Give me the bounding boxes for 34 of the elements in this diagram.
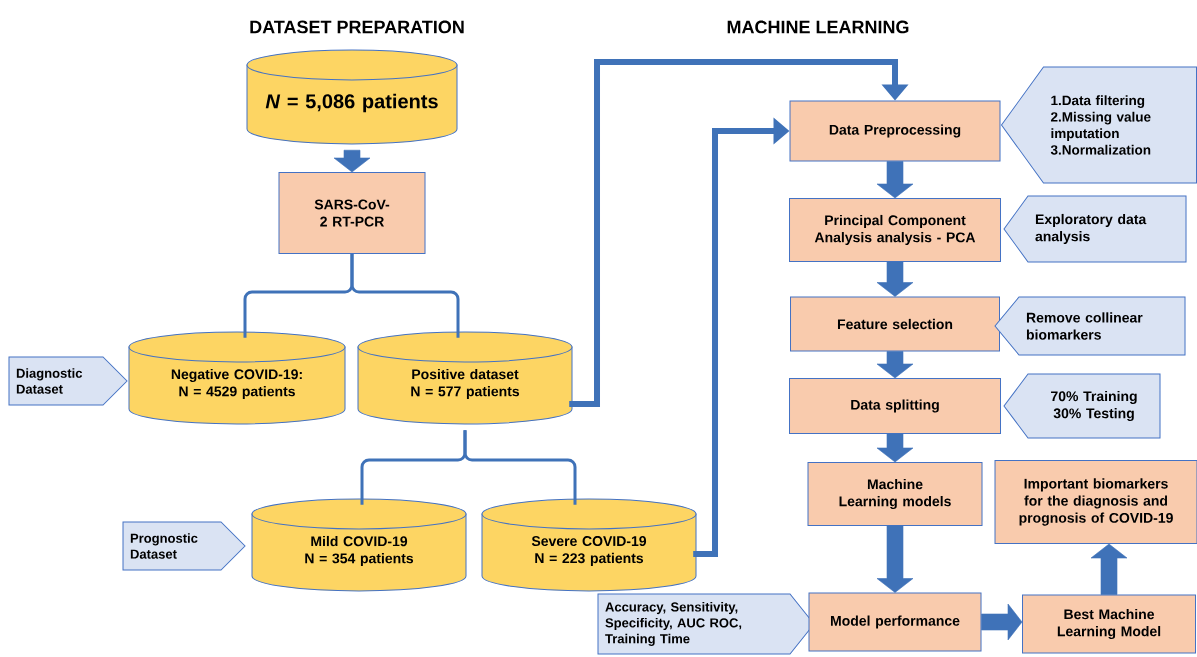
block-arrow (876, 261, 914, 297)
process-box: Feature selection (790, 296, 1000, 352)
connector-arrow (569, 59, 909, 407)
note-tag: 1.Data filtering 2.Missing value imputation 3.Normalization (1001, 66, 1197, 184)
section-heading: DATASET PREPARATION (250, 20, 464, 34)
database-cylinder: Negative COVID-19: N = 4529 patients (128, 331, 346, 425)
process-box: SARS-CoV-2 RT-PCR (278, 172, 426, 254)
database-cylinder: Severe COVID-19 N = 223 patients (481, 498, 697, 592)
block-arrow (876, 161, 914, 199)
process-box: Machine Learning models (807, 462, 983, 526)
block-arrow (876, 525, 914, 593)
process-box: Important biomarkers for the diagnosis and prognosis of COVID-19 (994, 460, 1197, 544)
process-box: Data splitting (789, 378, 1001, 434)
process-box: Data Preprocessing (789, 100, 1001, 162)
note-tag: Accuracy, Sensitivity, Specificity, AUC ROC, Training Time (597, 593, 815, 655)
block-arrow (876, 433, 914, 463)
database-cylinder: Mild COVID-19 N = 354 patients (251, 498, 467, 592)
database-cylinder: N = 5,086 patients (246, 49, 458, 145)
database-cylinder: Positive dataset N = 577 patients (357, 331, 573, 425)
block-arrow (1090, 543, 1128, 595)
process-box: Principal Component Analysis analysis - PCA (789, 198, 1001, 262)
bracket-line (463, 430, 577, 505)
block-arrow (333, 149, 371, 173)
bracket-line (350, 254, 460, 338)
process-box: Best Machine Learning Model (1022, 594, 1196, 654)
note-tag: Prognostic Dataset (122, 521, 246, 571)
note-tag: Remove collinear biomarkers (994, 296, 1186, 356)
block-arrow (981, 603, 1023, 641)
note-tag: 70% Training 30% Testing (1003, 373, 1161, 439)
section-heading: MACHINE LEARNING (727, 20, 909, 34)
process-box: Model performance (808, 592, 982, 652)
block-arrow (876, 351, 914, 379)
note-tag: Diagnostic Dataset (8, 356, 128, 406)
note-tag: Exploratory data analysis (1003, 195, 1187, 263)
